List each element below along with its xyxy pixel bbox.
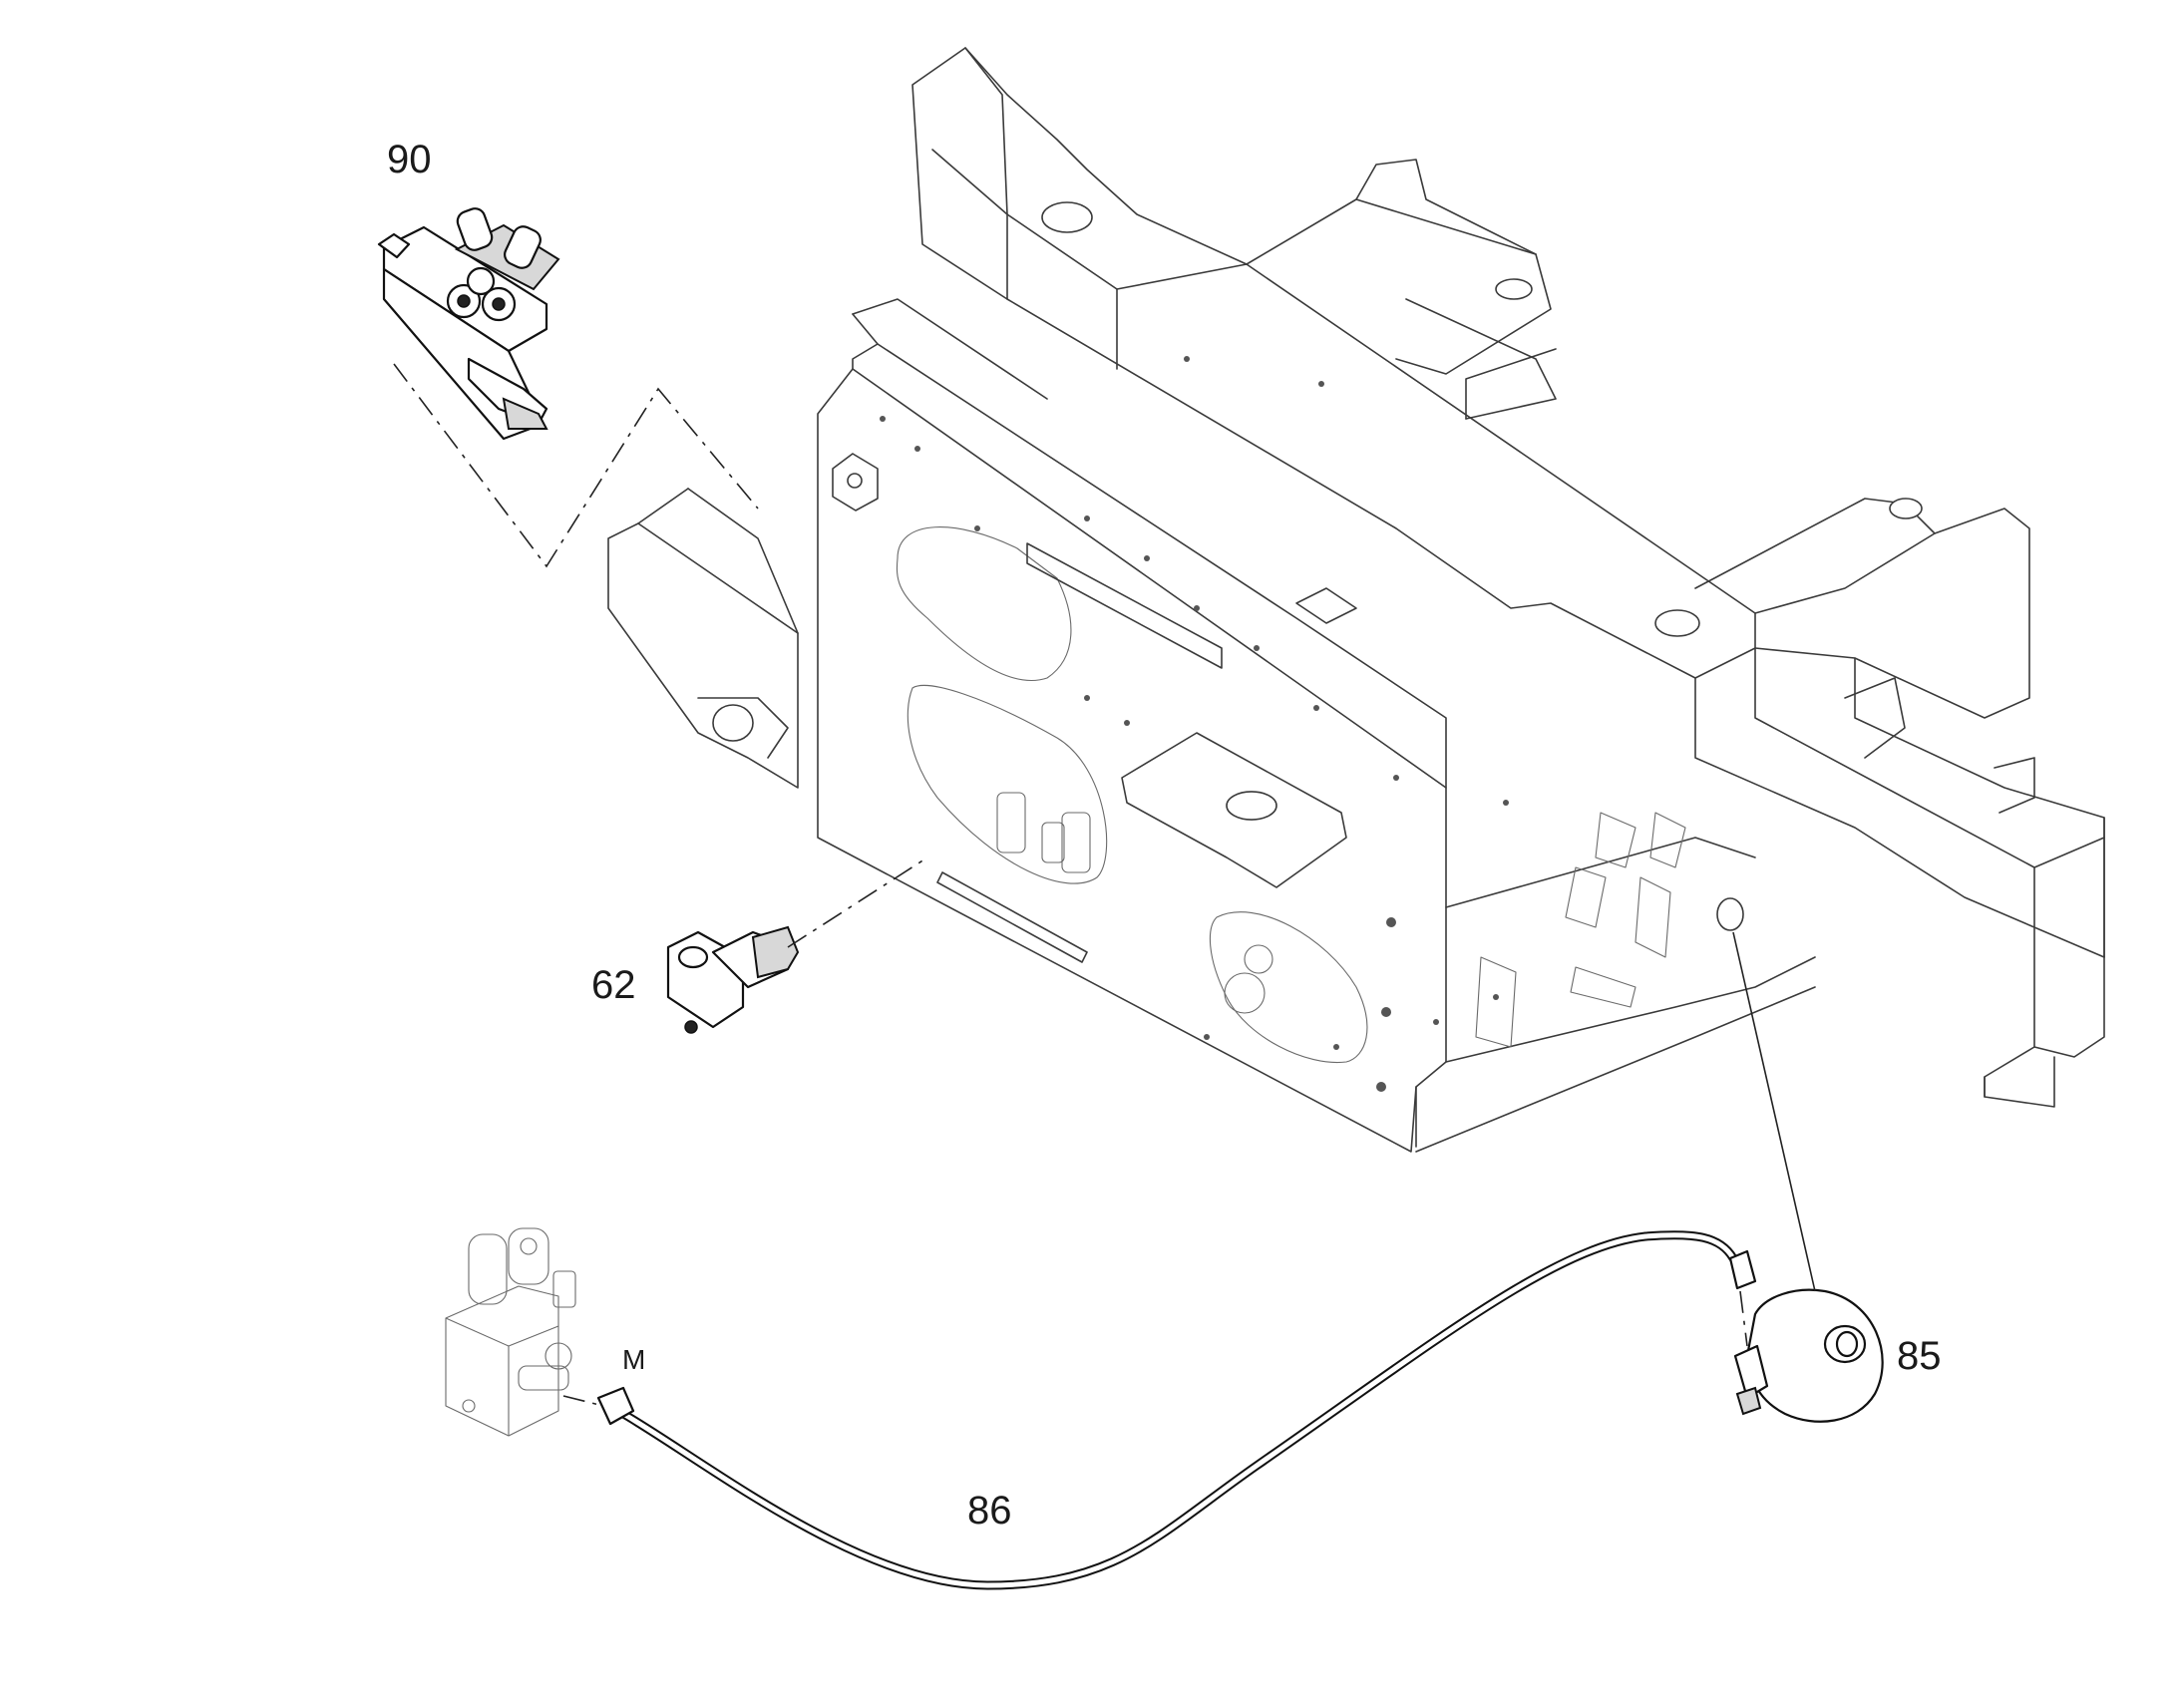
callout-90: 90 [387,138,432,181]
leader-62 [787,856,928,948]
leader-90 [393,363,759,568]
leader-85-fitting [1739,1290,1748,1347]
callout-m: M [622,1344,646,1375]
callout-62: 62 [591,963,636,1007]
part-62-elbow-fitting [666,925,800,1034]
part-90-solenoid-valve [377,207,560,441]
machine-frame [607,47,2105,1153]
part-86-hose [596,1230,1757,1590]
leader-85 [1732,931,1816,1292]
part-85-accumulator [1733,1288,1884,1423]
bolt-holes [880,356,1509,1092]
callout-86: 86 [967,1489,1012,1533]
valve-block-m-port [445,1227,576,1437]
frame-valves [996,792,1686,1048]
leader-m [562,1395,604,1407]
callout-85: 85 [1897,1334,1942,1378]
